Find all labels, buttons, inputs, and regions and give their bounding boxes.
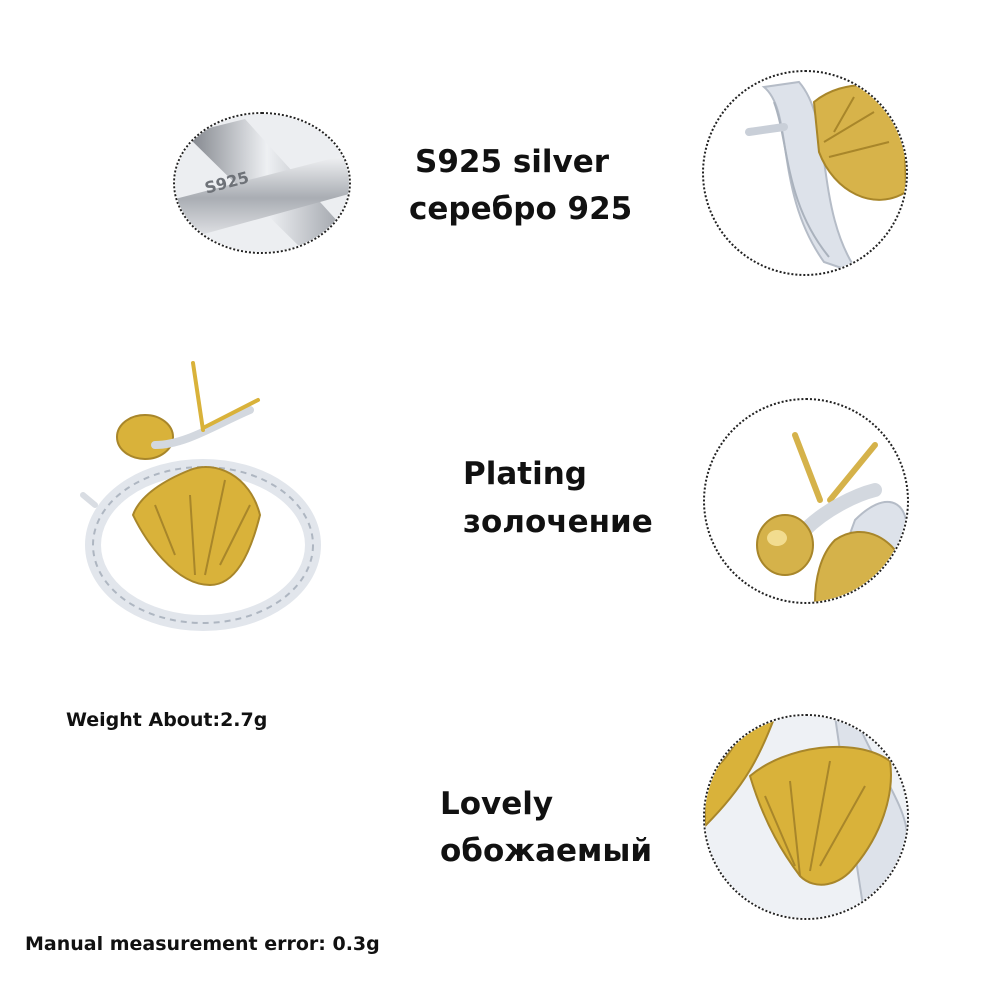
silver-bars-closeup: S925 (173, 112, 351, 254)
measurement-error-label: Manual measurement error: 0.3g (25, 933, 380, 955)
lovely-subtitle: обожаемый (440, 833, 653, 869)
plating-subtitle: золочение (463, 504, 653, 540)
snail-closeup (703, 398, 909, 604)
weight-label: Weight About:2.7g (66, 709, 268, 731)
branch-closeup (702, 70, 908, 276)
ring-product-image (75, 355, 335, 645)
silver-title: S925 silver (415, 144, 610, 180)
lovely-title: Lovely (440, 786, 554, 822)
silver-subtitle: серебро 925 (409, 191, 633, 227)
leaf-closeup (703, 714, 909, 920)
plating-title: Plating (463, 456, 587, 492)
silver-bars-image: S925 (175, 114, 349, 252)
